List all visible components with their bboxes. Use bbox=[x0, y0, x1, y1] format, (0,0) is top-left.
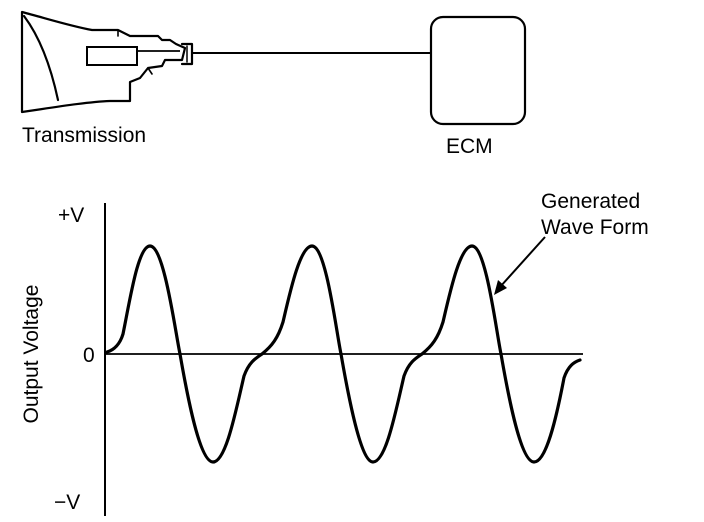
annotation-label-line1: Generated bbox=[541, 190, 640, 213]
zero-voltage-label: 0 bbox=[83, 344, 95, 367]
transmission-housing bbox=[20, 10, 194, 114]
bell-housing-inner-curve bbox=[22, 14, 60, 102]
annotation-leader bbox=[499, 236, 546, 288]
speed-sensor bbox=[86, 46, 138, 66]
bell-housing-outline bbox=[20, 10, 187, 114]
annotation-label-line2: Wave Form bbox=[541, 216, 649, 239]
generated-waveform bbox=[105, 244, 582, 464]
ecm-label: ECM bbox=[446, 135, 493, 158]
y-axis-label: Output Voltage bbox=[20, 285, 43, 424]
output-voltage-graph: +V 0 −V Output Voltage Generated Wave Fo… bbox=[20, 190, 649, 516]
ecm-box bbox=[429, 15, 527, 126]
negative-voltage-label: −V bbox=[54, 491, 80, 514]
positive-voltage-label: +V bbox=[58, 204, 84, 227]
transmission-label: Transmission bbox=[22, 124, 146, 147]
annotation-arrowhead bbox=[494, 280, 507, 295]
